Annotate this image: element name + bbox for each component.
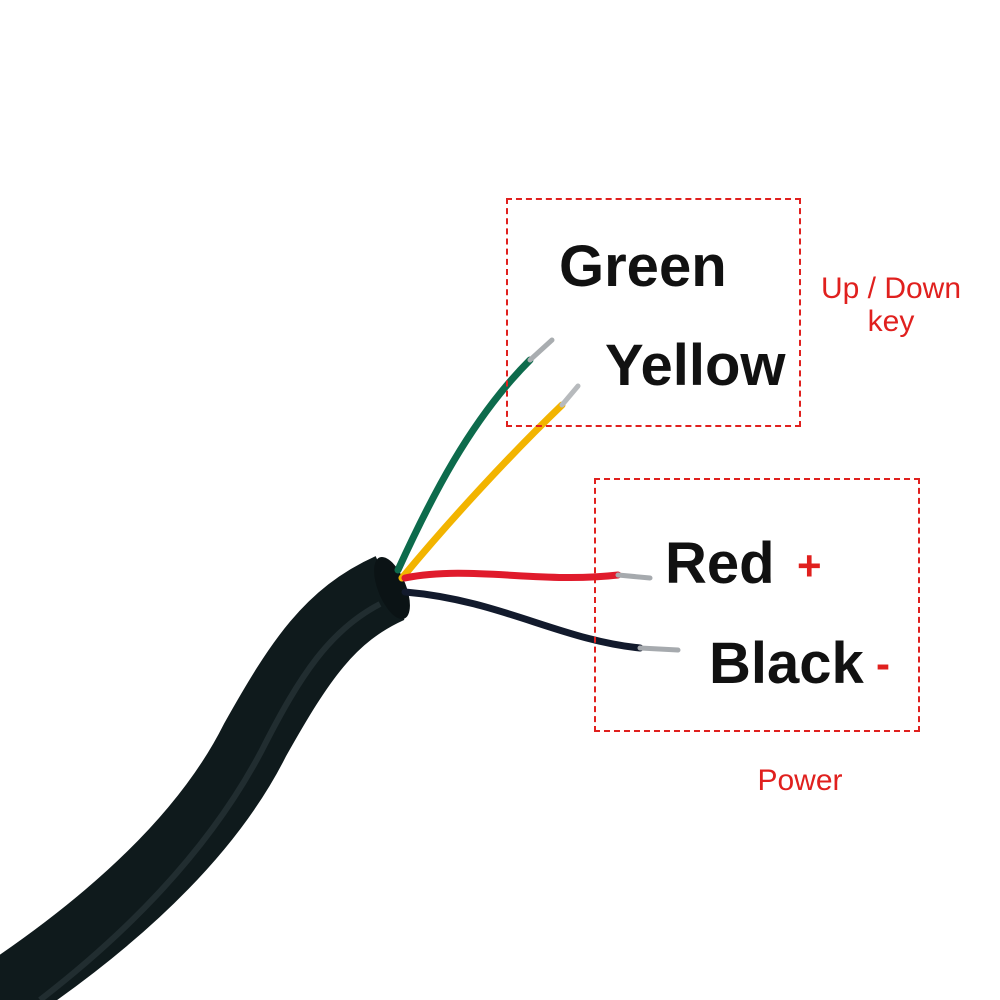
red-wire [401,569,622,582]
up-down-key-caption: Up / Down key [806,272,976,338]
green-wire-tip [527,337,555,363]
black-wire [401,588,644,652]
up-down-caption-line1: Up / Down [820,272,962,305]
black-label: Black [709,631,864,696]
cable-end [374,556,410,620]
up-down-key-frame [506,198,801,427]
yellow-label: Yellow [605,333,786,398]
green-label: Green [559,234,727,299]
cable-jacket [0,556,406,1000]
power-caption: Power [757,764,843,797]
positive-sign: + [797,542,822,589]
cable-highlight [38,601,382,1000]
up-down-caption-line2: key [867,305,915,338]
red-wire-tip [615,572,653,581]
black-wire-tip [637,645,681,653]
red-label: Red [665,531,775,596]
power-frame [594,478,920,732]
yellow-wire [398,401,566,582]
yellow-wire-tip [559,383,581,408]
negative-sign: - [876,640,890,687]
green-wire [394,356,534,574]
